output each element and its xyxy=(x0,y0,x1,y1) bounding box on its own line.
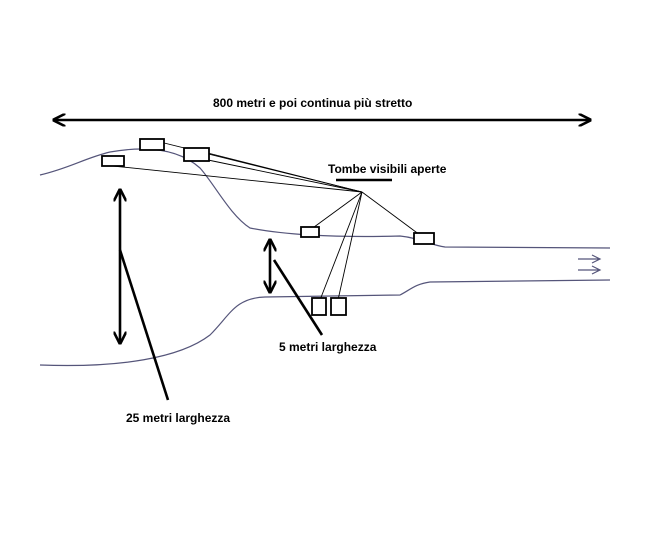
length-label: 800 metri e poi continua più stretto xyxy=(213,96,412,110)
tombs-label: Tombe visibili aperte xyxy=(328,162,447,176)
valley-lower-edge xyxy=(39,279,611,367)
valley-upper-edge xyxy=(39,148,611,249)
narrow-width-label: 5 metri larghezza xyxy=(279,340,377,354)
flow-arrow-2 xyxy=(578,265,602,275)
wide-width-pointer xyxy=(118,249,170,401)
narrow-width-pointer xyxy=(272,259,324,336)
tomb-5 xyxy=(413,232,435,245)
tomb-6 xyxy=(311,297,327,316)
flow-arrow-1 xyxy=(578,254,602,264)
tomb-7 xyxy=(330,297,347,316)
tomb-4 xyxy=(300,226,320,238)
wide-width-label: 25 metri larghezza xyxy=(126,411,230,425)
tomb-3 xyxy=(183,147,210,162)
tomb-2 xyxy=(139,138,165,151)
tomb-pointer-lines xyxy=(112,139,425,301)
tomb-1 xyxy=(101,155,125,167)
